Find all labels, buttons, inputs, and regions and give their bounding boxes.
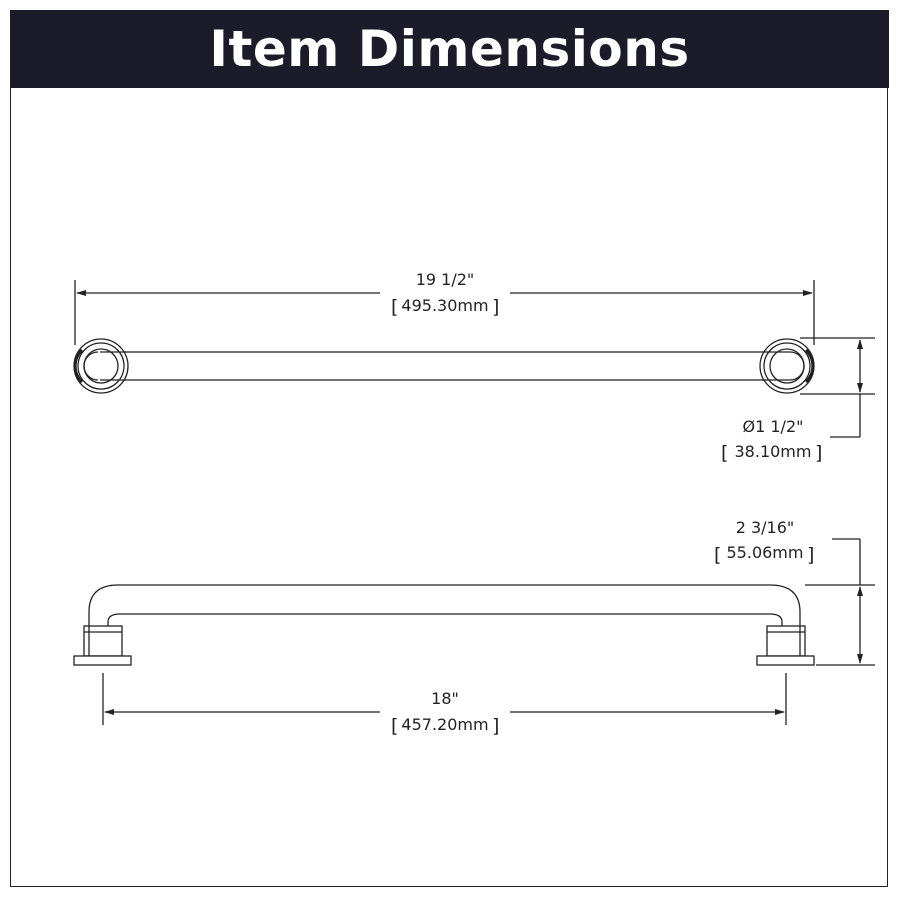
bar-inner-edge bbox=[107, 613, 783, 626]
right-post-side bbox=[756, 625, 815, 666]
overall-length-metric: 495.30mm bbox=[401, 296, 488, 315]
page-title: Item Dimensions bbox=[209, 20, 690, 78]
drawing-frame bbox=[10, 10, 888, 887]
header-banner: Item Dimensions bbox=[10, 10, 889, 88]
bar-outer-edge bbox=[88, 584, 801, 626]
top-view bbox=[73, 280, 875, 438]
left-post-side bbox=[73, 625, 132, 666]
overall-length-imperial: 19 1/2" bbox=[416, 270, 475, 289]
label-center-to-center: 18" [ 457.20mm ] bbox=[391, 689, 499, 737]
bracket-open: [ bbox=[391, 296, 398, 318]
bracket-close: ] bbox=[807, 544, 814, 566]
center-to-center-imperial: 18" bbox=[431, 689, 459, 708]
bracket-close: ] bbox=[492, 715, 499, 737]
center-to-center-metric: 457.20mm bbox=[401, 715, 488, 734]
label-diameter: Ø1 1/2" [ 38.10mm ] bbox=[721, 417, 822, 464]
bracket-close: ] bbox=[492, 296, 499, 318]
bracket-open: [ bbox=[391, 715, 398, 737]
label-overall-length: 19 1/2" [ 495.30mm ] bbox=[391, 270, 499, 318]
projection-imperial: 2 3/16" bbox=[736, 518, 795, 537]
bracket-open: [ bbox=[714, 544, 721, 566]
diameter-imperial: Ø1 1/2" bbox=[743, 417, 804, 436]
projection-metric: 55.06mm bbox=[727, 543, 804, 562]
left-flange-top bbox=[73, 338, 129, 394]
diameter-metric: 38.10mm bbox=[735, 442, 812, 461]
right-flange-top bbox=[759, 338, 815, 394]
bracket-close: ] bbox=[815, 442, 822, 464]
label-projection: 2 3/16" [ 55.06mm ] bbox=[714, 518, 814, 566]
side-view bbox=[73, 538, 875, 725]
bracket-open: [ bbox=[721, 442, 728, 464]
